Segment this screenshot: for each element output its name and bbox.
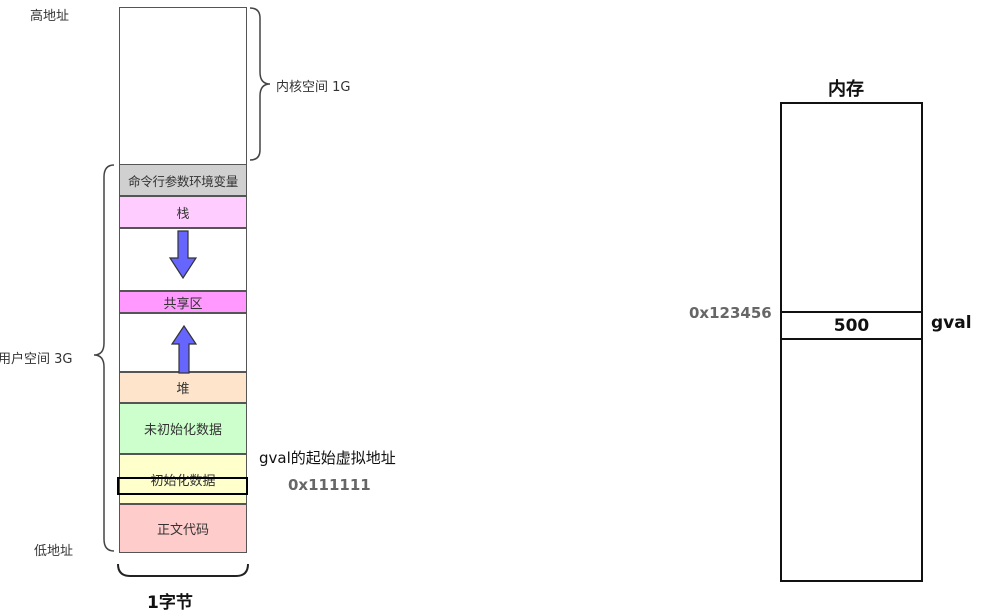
memory-cell: 500 — [780, 311, 923, 340]
variable-name-label: gval — [931, 313, 972, 333]
heap-segment: 堆 — [119, 372, 247, 403]
stack-growth-down-arrow — [168, 230, 198, 280]
text-segment: 正文代码 — [119, 504, 247, 553]
high-address-label: 高地址 — [30, 9, 70, 24]
gval-annotation: gval的起始虚拟地址 — [259, 449, 396, 467]
memory-column — [780, 102, 923, 582]
bss-segment: 未初始化数据 — [119, 403, 247, 454]
user-space-brace — [93, 164, 115, 552]
virtual-address-label: 0x111111 — [288, 476, 371, 494]
low-address-label: 低地址 — [34, 544, 74, 559]
cmdline-env-segment: 命令行参数环境变量 — [119, 164, 247, 196]
user-space-label: 用户空间 3G — [0, 352, 73, 367]
gval-highlight-box — [117, 477, 248, 495]
kernel-space-label: 内核空间 1G — [276, 80, 351, 95]
memory-title: 内存 — [828, 79, 864, 100]
kernel-space-brace — [249, 7, 271, 161]
shared-segment: 共享区 — [119, 291, 247, 313]
width-caption: 1字节 — [147, 593, 193, 613]
heap-growth-up-arrow — [170, 324, 198, 374]
kernel-space-block — [119, 7, 247, 165]
width-brace — [117, 563, 249, 577]
stack-segment: 栈 — [119, 196, 247, 228]
physical-address-label: 0x123456 — [689, 304, 772, 322]
